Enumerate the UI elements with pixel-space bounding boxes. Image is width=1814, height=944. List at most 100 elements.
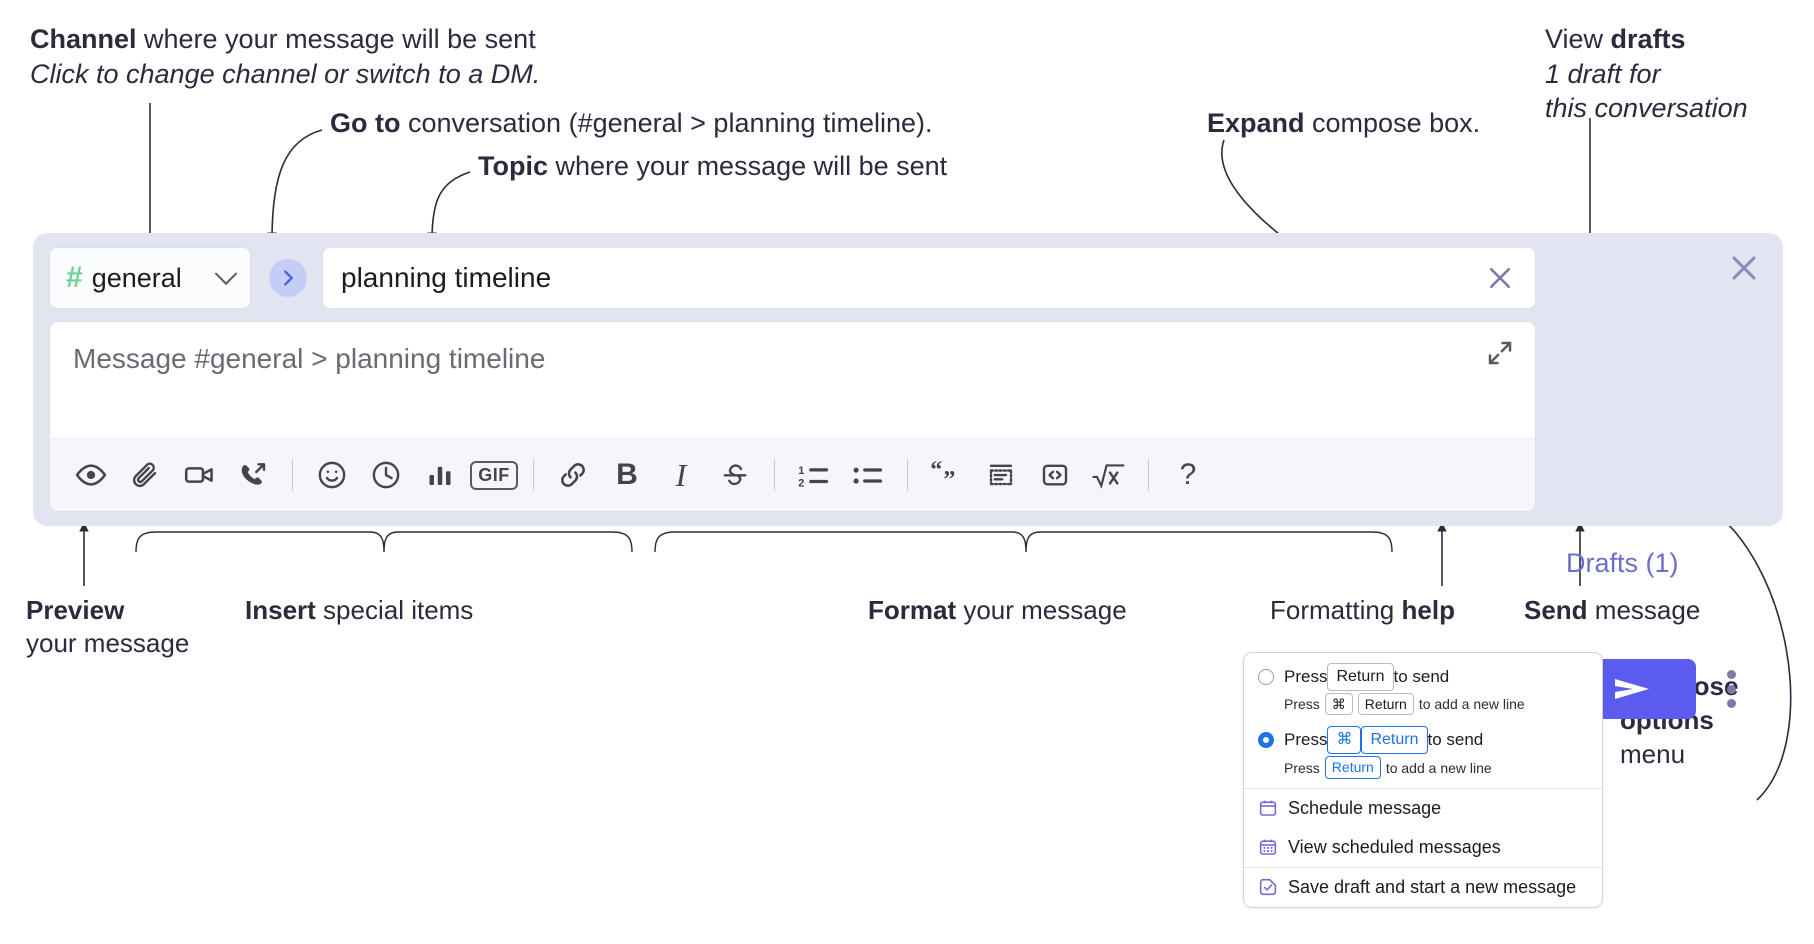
annotation-preview-bold: Preview [26,595,125,625]
key-return: Return [1327,663,1394,691]
annotation-send: Send message [1524,594,1700,627]
gif-icon[interactable]: GIF [467,448,521,502]
kebab-dot [1726,684,1736,694]
menu-item-view-scheduled-messages[interactable]: View scheduled messages [1244,828,1602,867]
preview-icon[interactable] [64,448,118,502]
annotation-topic-bold: Topic [478,151,548,181]
chevron-right-icon [284,270,293,286]
italic-label: I [675,456,687,493]
compose-inner: # general planning timeline [49,247,1536,512]
annotation-expand: Expand compose box. [1207,106,1480,141]
key-return: Return [1357,692,1414,716]
clock-icon[interactable] [359,448,413,502]
toolbar-separator [907,459,908,491]
toolbar-separator [533,459,534,491]
svg-text:1: 1 [798,465,804,477]
goto-conversation-button[interactable] [269,259,307,297]
key-return: Return [1361,726,1428,755]
annotation-insert-bold: Insert [245,595,316,625]
annotation-drafts-bold: drafts [1610,24,1686,54]
compose-options-button[interactable] [1718,667,1744,711]
send-icon [1615,679,1649,699]
message-input[interactable]: Message #general > planning timeline [73,343,546,374]
annotation-goto: Go to conversation (#general > planning … [330,106,933,141]
send-shortcut-options: Press Return to send Press ⌘ Return to a… [1244,653,1602,788]
topic-input[interactable]: planning timeline [322,247,1536,309]
menu-item-label: View scheduled messages [1288,836,1501,857]
annotation-drafts-plain: View [1545,24,1611,54]
formatting-help-icon[interactable]: ? [1161,448,1215,502]
annotation-insert-rest: special items [315,595,474,625]
compose-options-menu: Press Return to send Press ⌘ Return to a… [1243,652,1603,908]
strikethrough-icon[interactable] [708,448,762,502]
bold-label: B [616,458,638,491]
radio-label-post: to send [1427,730,1484,750]
annotation-drafts-italic-1: 1 draft for [1545,58,1661,89]
drafts-link[interactable]: Drafts (1) [1566,548,1679,578]
close-icon[interactable] [1727,251,1761,285]
message-card: Message #general > planning timeline [49,321,1536,512]
sub-post: to add a new line [1418,696,1525,713]
toolbar-separator [774,459,775,491]
annotation-send-bold: Send [1524,595,1588,625]
menu-item-label: Schedule message [1288,797,1442,818]
svg-text:”: ” [943,467,955,490]
close-icon[interactable] [1483,261,1517,295]
channel-selector[interactable]: # general [49,247,251,309]
ordered-list-icon[interactable]: 1 2 [787,448,841,502]
toolbar-separator [1148,459,1149,491]
link-icon[interactable] [546,448,600,502]
annotation-help-bold: help [1401,595,1455,625]
menu-item-save-draft[interactable]: Save draft and start a new message [1244,868,1602,907]
annotation-drafts: View drafts 1 draft for this conversatio… [1545,22,1748,126]
menu-divider [1244,787,1602,789]
help-label: ? [1179,458,1197,491]
gif-label: GIF [470,460,518,490]
key-command: ⌘ [1324,692,1353,716]
expand-icon[interactable] [1485,338,1519,372]
italic-icon[interactable]: I [654,448,708,502]
save-draft-icon [1259,879,1277,896]
radio-button-selected[interactable] [1258,732,1274,749]
annotation-goto-bold: Go to [330,108,401,138]
code-icon[interactable] [1028,448,1082,502]
radio-label-pre: Press [1284,730,1328,750]
radio-sub-return-to-send: Press ⌘ Return to add a new line [1244,691,1602,719]
radio-label-pre: Press [1284,666,1328,686]
radio-option-return-to-send[interactable]: Press Return to send [1244,661,1602,691]
attachment-icon[interactable] [118,448,172,502]
blockquote-icon[interactable]: “ ” [920,448,974,502]
annotation-formatting-help: Formatting help [1270,594,1455,627]
annotation-channel-italic: Click to change channel or switch to a D… [30,58,541,89]
annotation-channel-bold: Channel [30,24,137,54]
annotation-compose-rest: menu [1620,738,1686,769]
math-icon[interactable] [1082,448,1136,502]
annotation-format-rest: your message [956,595,1127,625]
kebab-dot [1726,670,1736,679]
annotation-goto-rest: conversation (#general > planning timeli… [400,108,933,138]
code-block-icon[interactable] [974,448,1028,502]
toolbar-separator [292,459,293,491]
sub-pre: Press [1284,696,1320,713]
audio-call-icon[interactable] [226,448,280,502]
radio-option-cmd-return-to-send[interactable]: Press ⌘ Return to send [1244,724,1602,755]
menu-item-schedule-message[interactable]: Schedule message [1244,789,1602,828]
bulleted-list-icon[interactable] [841,448,895,502]
menu-item-label: Save draft and start a new message [1288,876,1577,897]
poll-icon[interactable] [413,448,467,502]
key-return: Return [1324,756,1381,779]
bold-icon[interactable]: B [600,448,654,502]
kebab-dot [1726,699,1736,708]
video-icon[interactable] [172,448,226,502]
annotation-help-plain: Formatting [1270,595,1402,625]
calendar-icon [1259,801,1277,817]
annotation-insert: Insert special items [245,594,473,627]
radio-sub-cmd-return-to-send: Press Return to add a new line [1244,754,1602,782]
sub-post: to add a new line [1385,759,1492,776]
emoji-icon[interactable] [305,448,359,502]
radio-button[interactable] [1258,668,1274,685]
annotation-send-rest: message [1587,595,1701,625]
radio-label-post: to send [1393,666,1450,686]
key-command: ⌘ [1327,726,1362,755]
annotation-expand-bold: Expand [1207,108,1305,138]
